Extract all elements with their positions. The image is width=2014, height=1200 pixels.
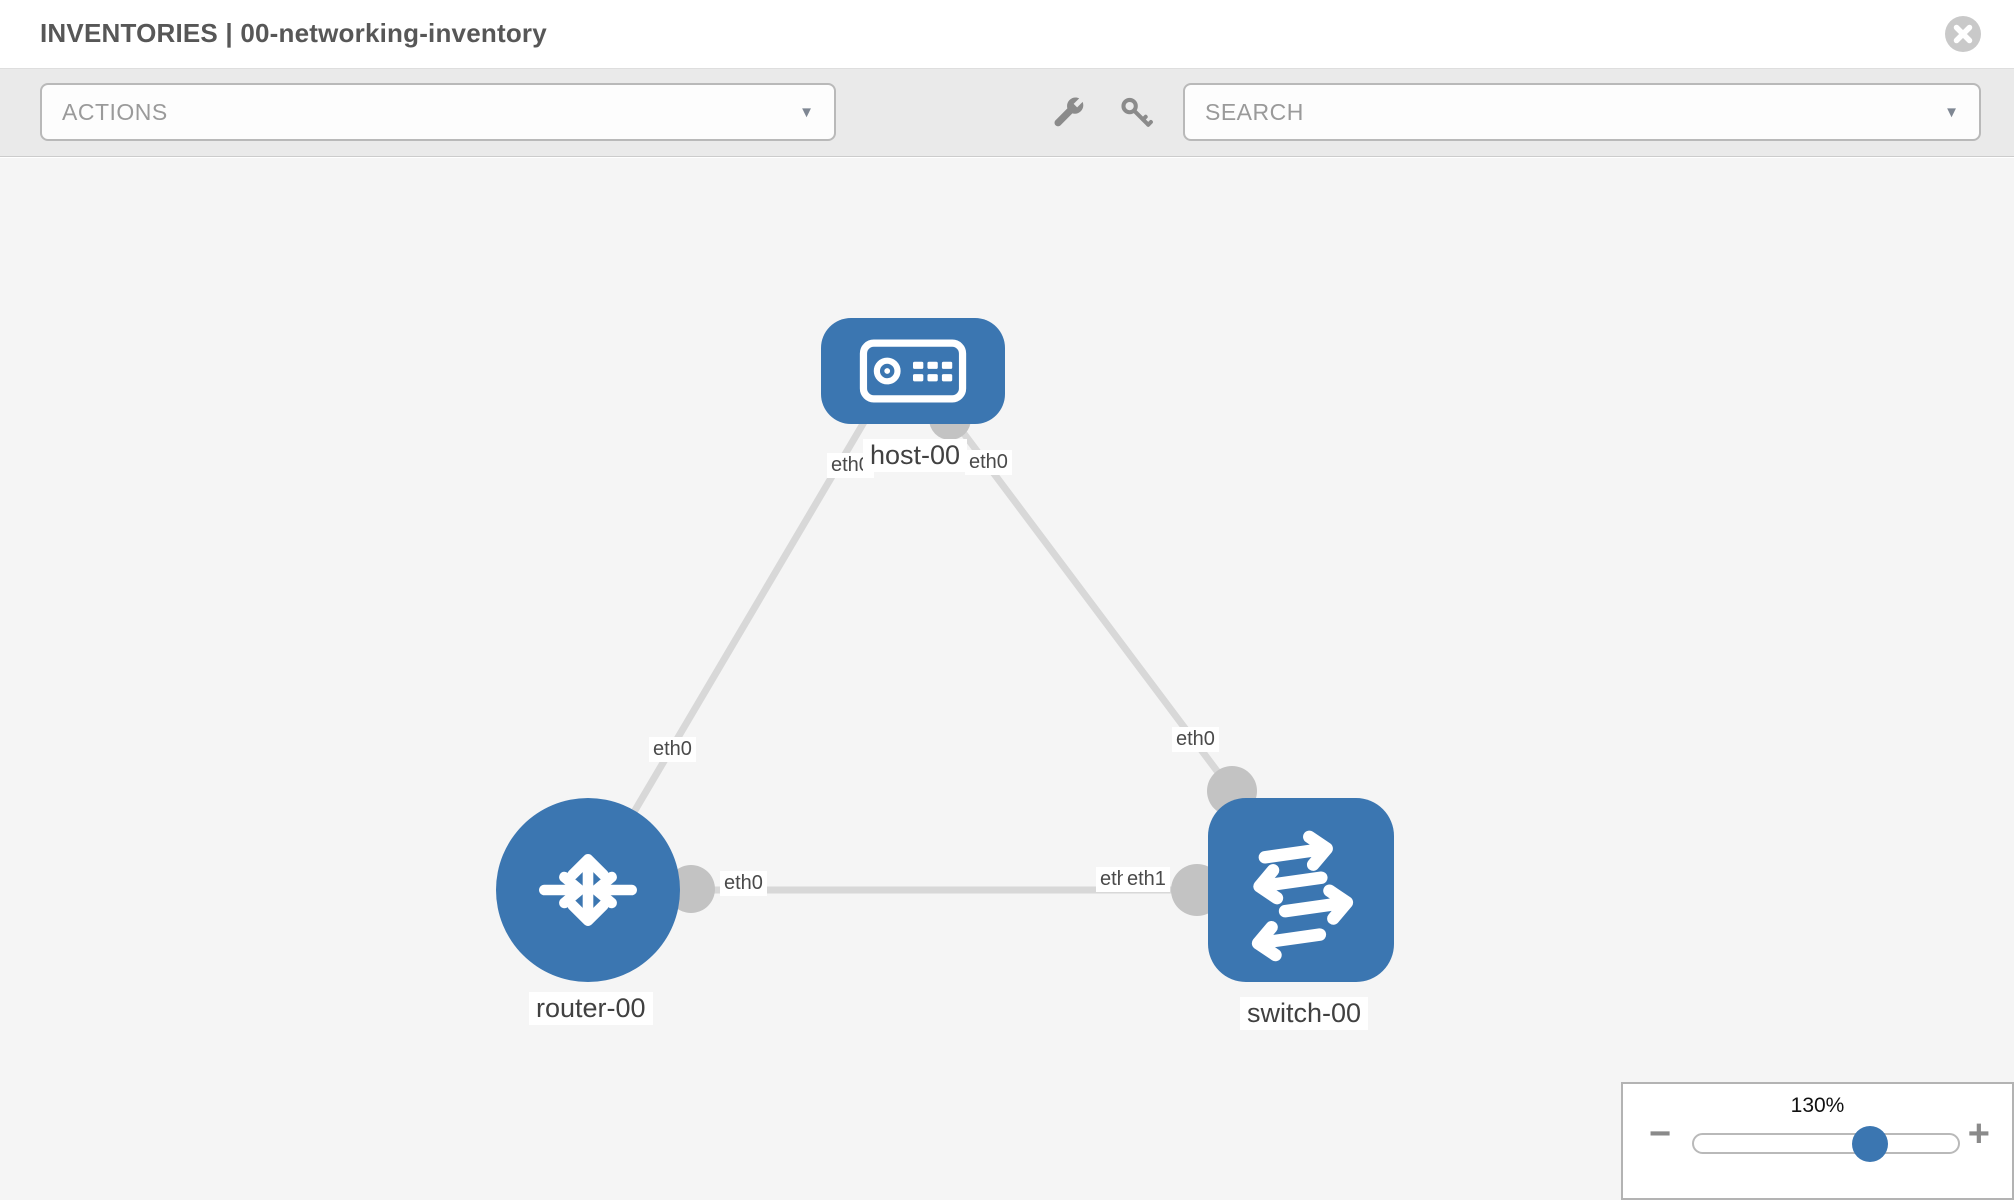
close-button[interactable] [1944,15,1982,53]
page-title-name: 00-networking-inventory [240,18,547,48]
toolbar: ACTIONS ▼ SEARCH ▼ [0,69,2014,157]
actions-dropdown-label: ACTIONS [62,98,168,125]
node-label-router: router-00 [529,992,653,1025]
credentials-button[interactable] [1119,96,1153,130]
circle-x-icon [1945,16,1981,52]
search-dropdown-label: SEARCH [1205,98,1304,125]
router-arrows-icon [539,854,637,926]
page-title-section: INVENTORIES [40,18,218,48]
zoom-slider-knob[interactable] [1852,1126,1888,1162]
iface-label-host-to-switch: eth0 [965,450,1012,475]
iface-label-switch-to-host: eth0 [1172,727,1219,752]
zoom-level-value: 130% [1790,1094,1845,1117]
node-switch-00[interactable] [1208,798,1394,982]
iface-label-switch-eth1: eth1 [1123,867,1170,892]
links-layer [584,393,1257,916]
zoom-out-button[interactable]: − [1649,1113,1672,1155]
page-title-separator: | [225,18,233,48]
switch-arrows-icon [1251,830,1354,962]
zoom-slider-track[interactable] [1692,1126,1960,1162]
zoom-in-button[interactable]: + [1967,1113,1990,1155]
chevron-down-icon: ▼ [1944,103,1959,121]
host-device-icon [859,339,967,403]
iface-label-router-to-host: eth0 [649,737,696,762]
header-bar: INVENTORIES | 00-networking-inventory [0,0,2014,69]
configure-button[interactable] [1051,96,1085,130]
page-title: INVENTORIES | 00-networking-inventory [40,18,547,49]
search-dropdown[interactable]: SEARCH ▼ [1183,83,1981,141]
zoom-control-panel: 130% − + [1621,1082,2014,1200]
wrench-icon [1054,97,1084,127]
chevron-down-icon: ▼ [799,103,814,121]
key-icon [1121,97,1153,127]
topology-canvas[interactable]: host-00 router-00 switch-00 eth0 eth0 et… [0,158,2014,1200]
node-label-switch: switch-00 [1240,997,1369,1030]
iface-label-router-to-switch: eth0 [720,871,767,896]
node-label-host: host-00 [863,439,968,472]
node-host-00[interactable] [821,318,1005,424]
actions-dropdown[interactable]: ACTIONS ▼ [40,83,836,141]
node-router-00[interactable] [496,798,680,982]
